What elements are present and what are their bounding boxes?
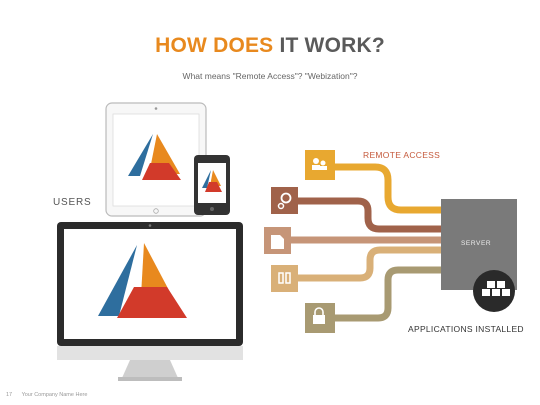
path-settings [297,197,442,233]
phone-device [194,155,230,215]
remote-access-label: REMOTE ACCESS [363,150,441,160]
tablet-logo [128,134,181,180]
applications-label: APPLICATIONS INSTALLED [408,324,524,334]
desktop-monitor [57,222,243,381]
slide-footer: 17 Your Company Name Here [6,392,95,398]
cubes-icon [473,270,515,312]
monitor-logo [98,243,187,318]
users-icon [305,150,335,180]
slide-subtitle: What means "Remote Access"? "Webization"… [182,71,358,81]
lock-icon [305,303,335,333]
phone-logo [202,170,222,192]
page-number: 17 [6,392,13,398]
path-database [297,246,442,282]
tablet-device [105,102,207,217]
path-lock [335,266,442,322]
database-icon [271,265,298,292]
settings-icon [271,187,298,214]
server-label: SERVER [461,240,492,247]
title-part-2: IT WORK? [279,34,385,57]
slide-title: HOW DOES IT WORK? [0,34,540,58]
company-name: Your Company Name Here [21,392,88,398]
users-label: USERS [53,197,92,208]
document-icon [264,227,291,254]
title-part-1: HOW DOES [155,34,274,57]
path-remote-access [335,163,442,214]
